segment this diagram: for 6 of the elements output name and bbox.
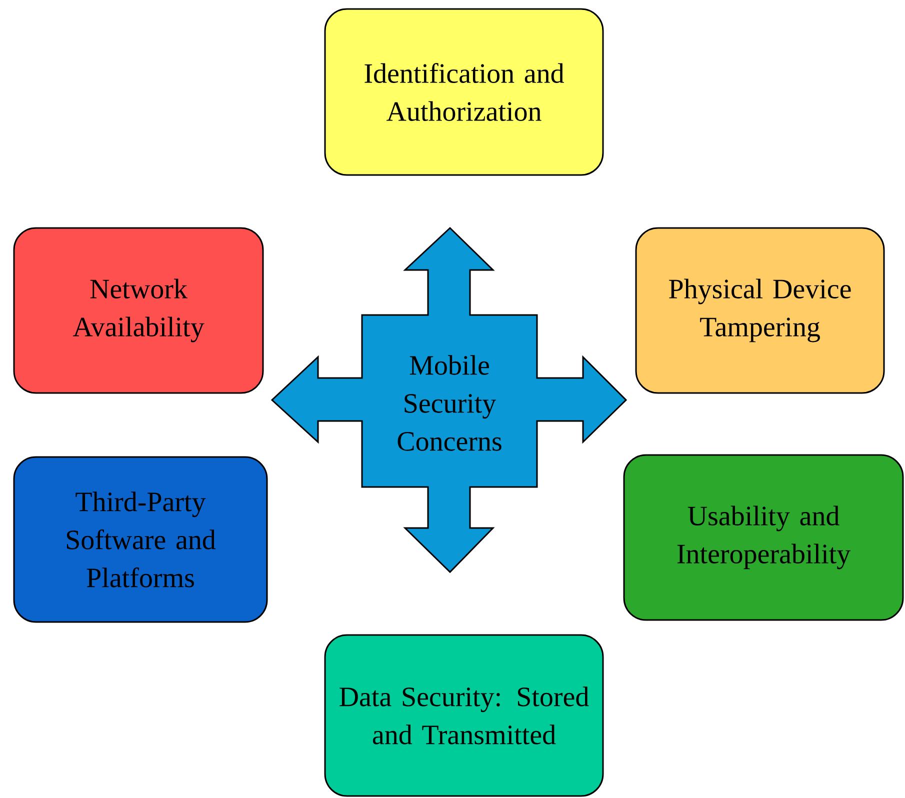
concern-box: Identification and Authorization [324, 8, 604, 176]
concern-box: Physical Device Tampering [635, 227, 885, 394]
concern-box: Third-Party Software and Platforms [13, 456, 268, 623]
concern-box: Network Availability [13, 227, 264, 394]
concern-box: Data Security: Stored and Transmitted [324, 634, 604, 797]
concern-box: Usability and Interoperability [623, 454, 904, 621]
